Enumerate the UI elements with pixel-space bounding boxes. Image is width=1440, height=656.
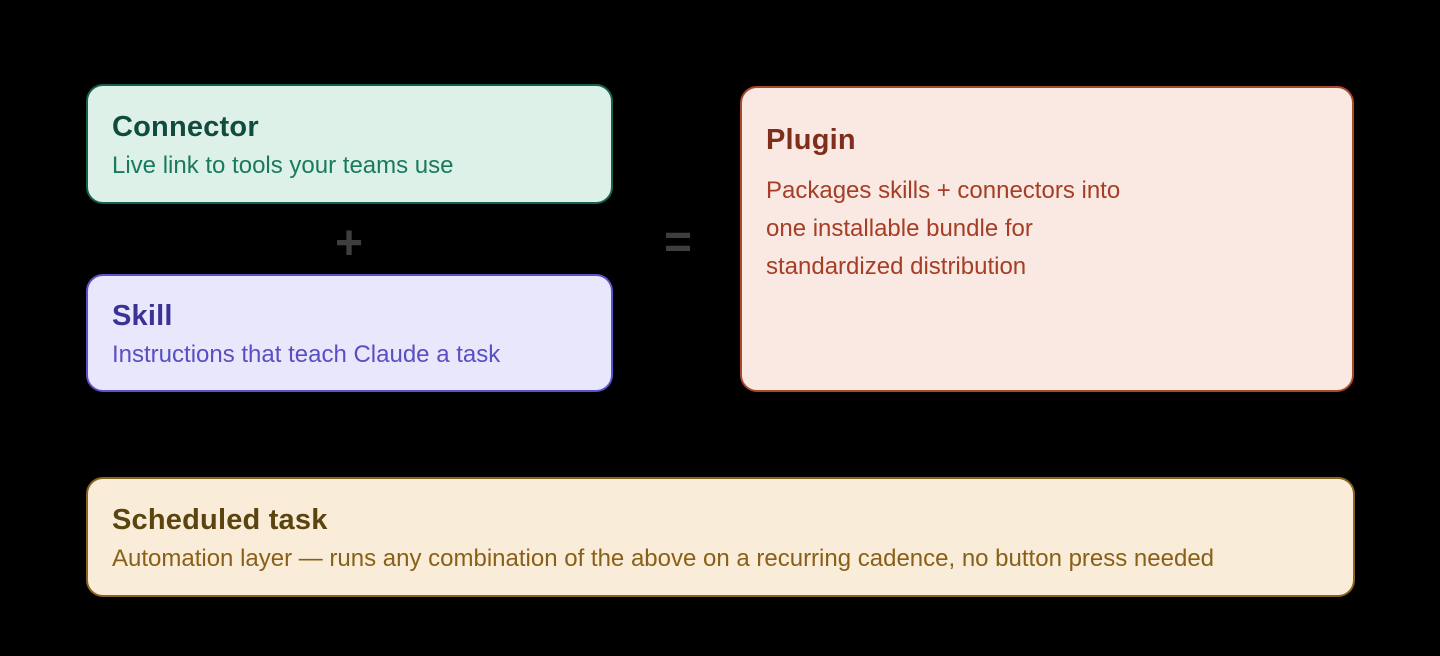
skill-subtitle: Instructions that teach Claude a task [112, 341, 501, 368]
equals-operator-icon: = [663, 216, 693, 269]
skill-title: Skill [112, 300, 173, 332]
plugin-card: Plugin Packages skills + connectors into… [740, 86, 1354, 392]
plugin-description: Packages skills + connectors into one in… [766, 177, 1121, 280]
plus-operator-icon: + [334, 217, 364, 270]
scheduled-task-card: Scheduled task Automation layer — runs a… [86, 477, 1355, 597]
scheduled-task-title: Scheduled task [112, 504, 328, 536]
plugin-title: Plugin [766, 124, 856, 156]
skill-card: Skill Instructions that teach Claude a t… [86, 274, 613, 392]
scheduled-task-subtitle: Automation layer — runs any combination … [112, 545, 1215, 572]
connector-title: Connector [112, 111, 259, 143]
connector-subtitle: Live link to tools your teams use [112, 152, 454, 179]
connector-card: Connector Live link to tools your teams … [86, 84, 613, 204]
